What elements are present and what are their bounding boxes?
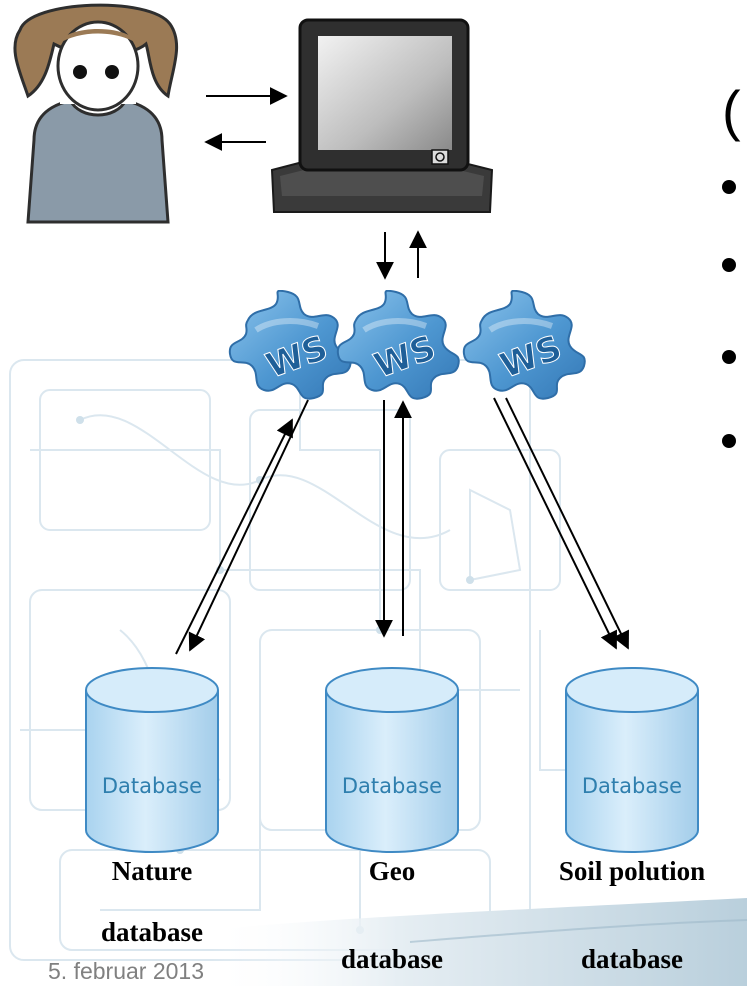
soil-database-icon: Database [565, 667, 699, 853]
nature-database-icon: Database [85, 667, 219, 853]
bullet-point [722, 258, 736, 272]
computer-icon [270, 18, 494, 213]
ws-to-nature-db-arrow [188, 399, 309, 652]
geo-database-caption-line2: database [340, 944, 443, 974]
bullet-point [722, 180, 736, 194]
geo-database-icon: Database [325, 667, 459, 853]
footer-date: 5. februar 2013 [48, 958, 205, 984]
web-service-geo-icon: WS [338, 291, 459, 399]
geo-database-caption-line1: Geo [368, 856, 416, 886]
ws-to-soil-db-arrow-2 [505, 397, 629, 650]
soil-database-caption-line1: Soil polution [558, 856, 706, 886]
ws-to-soil-db-arrow-1 [493, 397, 617, 650]
slide-title-fragment: ( [722, 79, 741, 142]
soil-database-caption-line2: database [580, 944, 683, 974]
web-service-soil-icon: WS [464, 291, 585, 399]
water-strip-decoration [210, 898, 747, 986]
nature-database-caption-line2: database [100, 917, 203, 947]
soil-database-label: Database [582, 774, 682, 798]
web-service-nature-icon: WS [230, 291, 351, 399]
bullet-point [722, 350, 736, 364]
bullet-point [722, 434, 736, 448]
user-avatar-icon [13, 3, 179, 224]
nature-db-to-ws-arrow [175, 418, 293, 655]
nature-database-label: Database [102, 774, 202, 798]
nature-database-caption-line1: Nature [111, 856, 193, 886]
geo-database-label: Database [342, 774, 442, 798]
